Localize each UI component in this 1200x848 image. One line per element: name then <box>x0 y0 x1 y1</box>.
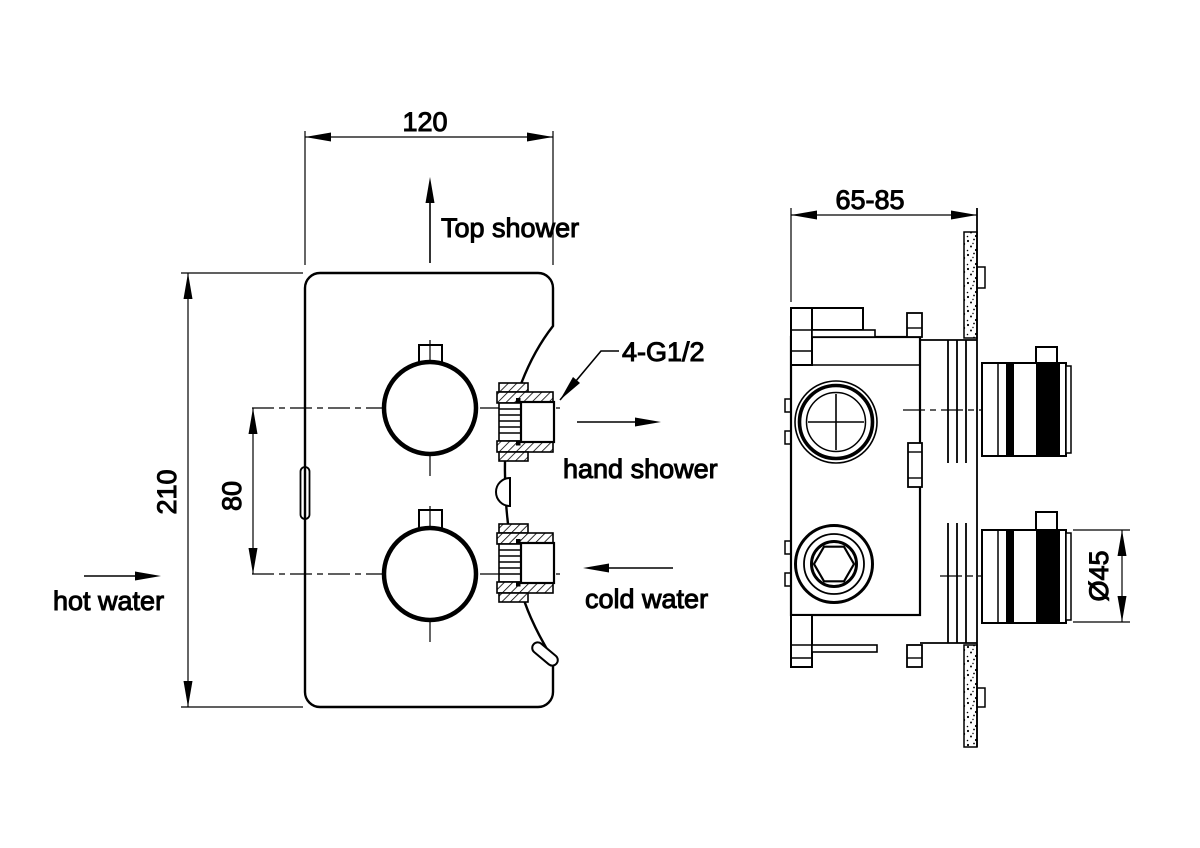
dim-handle-diameter-text: Ø45 <box>1084 550 1114 601</box>
label-top-shower: Top shower <box>441 213 579 243</box>
upper-handle-side <box>981 346 1072 457</box>
faceplate-left-clip <box>299 466 311 520</box>
body-middle-tab <box>907 442 923 488</box>
dimension-spacing <box>248 408 258 574</box>
dim-depth-text: 65-85 <box>835 185 904 215</box>
flow-arrows <box>84 177 673 581</box>
upper-port <box>794 380 878 464</box>
section-slot <box>531 641 559 667</box>
body-top-left-column <box>790 307 813 366</box>
body-bottom-strip <box>811 644 878 653</box>
body-top-tab <box>906 312 923 338</box>
dim-spacing-text: 80 <box>217 481 247 511</box>
upper-knob <box>381 359 479 457</box>
label-thread-callout: 4-G1/2 <box>622 337 705 367</box>
body-bottom-left-column <box>790 614 813 668</box>
body-left-nubs <box>784 398 792 587</box>
side-view: 65-85 Ø45 <box>784 185 1130 748</box>
lower-port <box>794 524 874 604</box>
hand-shower-port-section <box>496 382 556 462</box>
wall-step-upper <box>976 266 986 289</box>
front-view: 120 210 80 Top <box>53 107 718 709</box>
faceplate-outline <box>303 271 555 709</box>
body-bottom-tab <box>906 644 923 668</box>
lower-handle-side <box>981 511 1072 624</box>
dim-height-text: 210 <box>152 469 182 514</box>
wall-step-lower <box>976 687 986 708</box>
section-cavity <box>495 476 511 508</box>
dimension-handle-diameter <box>1073 529 1130 623</box>
lower-knob <box>381 525 479 623</box>
dimension-width <box>304 131 554 265</box>
wall-section-lower <box>963 644 978 748</box>
body-top-block <box>811 307 864 331</box>
wall-section-upper <box>963 231 978 339</box>
trim-plate <box>920 339 977 644</box>
dimension-depth <box>790 208 977 302</box>
cold-water-port-section <box>496 523 556 603</box>
label-cold-water: cold water <box>585 584 708 614</box>
label-hand-shower: hand shower <box>563 454 718 484</box>
label-hot-water: hot water <box>53 586 164 616</box>
dim-width-text: 120 <box>402 107 447 137</box>
dimension-height <box>181 272 303 708</box>
body-top-strip <box>811 329 876 338</box>
